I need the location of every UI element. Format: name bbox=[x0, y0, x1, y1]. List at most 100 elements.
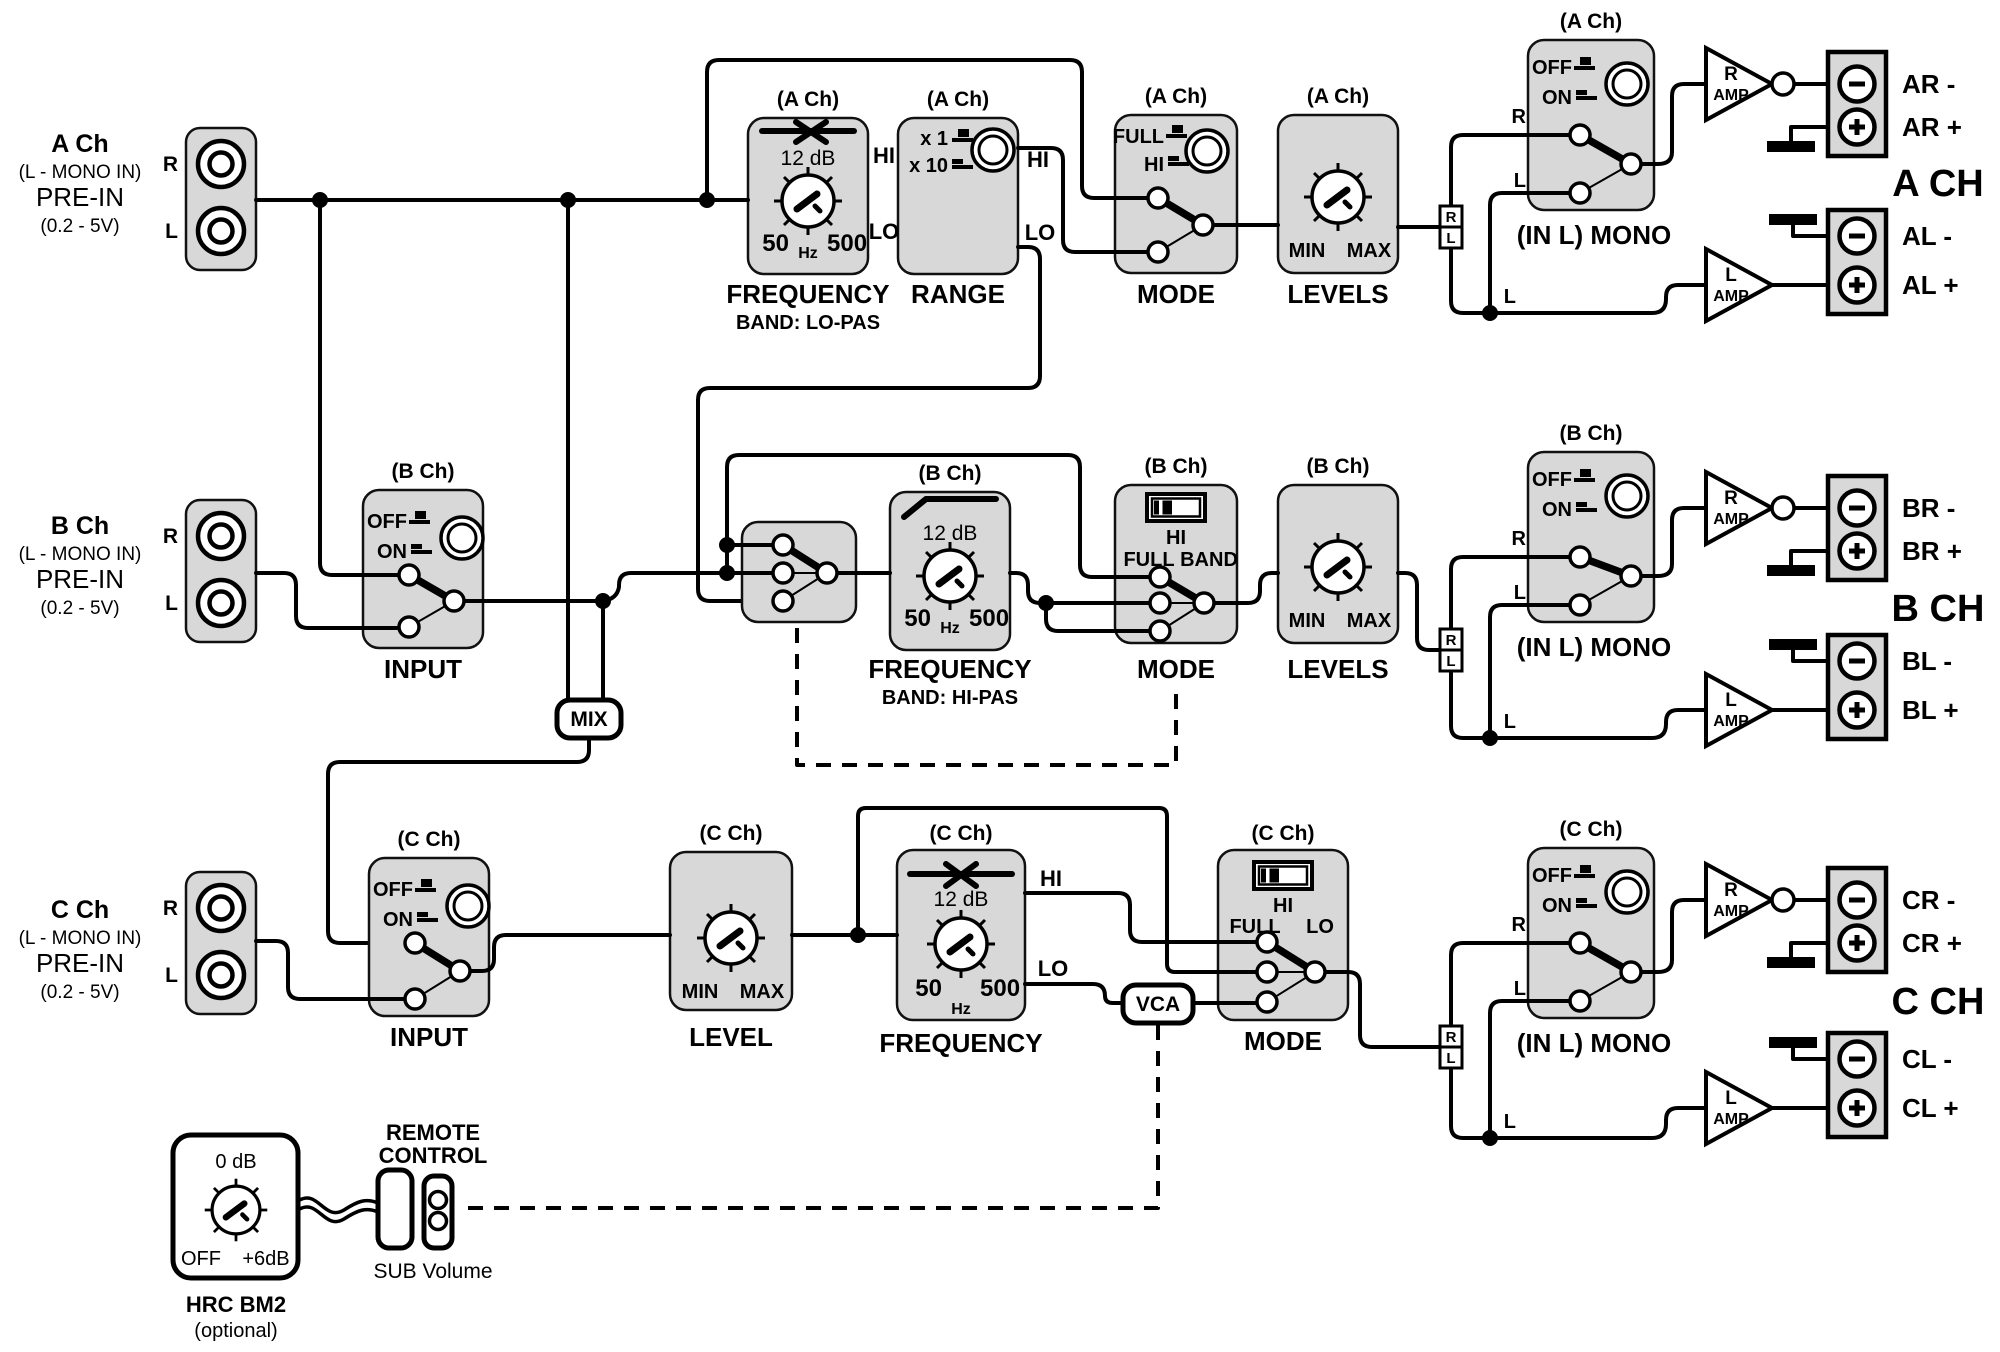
selector-b-contact-top[interactable] bbox=[771, 533, 795, 557]
mode-c-contact-common[interactable] bbox=[1303, 960, 1327, 984]
range-button-a[interactable] bbox=[970, 127, 1016, 173]
junction-dot bbox=[850, 927, 866, 943]
terminal-cl-minus[interactable] bbox=[1840, 1042, 1875, 1077]
rl-a-r: R bbox=[1446, 209, 1457, 226]
amp-c-r bbox=[1704, 860, 1777, 940]
levels-b-name: LEVELS bbox=[1287, 654, 1388, 684]
junction-dot bbox=[1038, 595, 1054, 611]
remote-connector-plug[interactable] bbox=[375, 1167, 415, 1251]
mode-c-hi: HI bbox=[1273, 895, 1293, 917]
terminal-al-minus[interactable] bbox=[1840, 219, 1875, 254]
input-b-on: ON bbox=[377, 541, 407, 563]
mode-b-slide-switch[interactable] bbox=[1145, 492, 1207, 523]
jack-c-r-label: R bbox=[163, 897, 178, 920]
mode-c-contact-top[interactable] bbox=[1255, 930, 1279, 954]
rl-splitter-c: R L bbox=[1438, 1024, 1464, 1070]
rca-jack-c-r[interactable] bbox=[198, 885, 244, 931]
amp-a-r-sub: AMP bbox=[1713, 87, 1749, 104]
terminal-cr-minus[interactable] bbox=[1840, 883, 1875, 918]
selector-b-contact-mid[interactable] bbox=[771, 561, 795, 585]
range-a-x10: x 10 bbox=[909, 155, 948, 177]
amp-c-r-letter: R bbox=[1724, 880, 1738, 901]
channel-b-voltage: (0.2 - 5V) bbox=[40, 598, 119, 619]
mode-a-contact-full[interactable] bbox=[1146, 186, 1170, 210]
freq-a-min: 50 bbox=[762, 230, 789, 257]
terminal-cr-plus[interactable] bbox=[1840, 926, 1875, 961]
channel-c-output-label: C CH bbox=[1892, 981, 1985, 1023]
selector-b-contact-bottom[interactable] bbox=[771, 589, 795, 613]
mode-a-contact-hi[interactable] bbox=[1146, 240, 1170, 264]
rca-jack-b-r[interactable] bbox=[198, 513, 244, 559]
frequency-knob-b[interactable] bbox=[916, 542, 984, 610]
input-c-contact-top[interactable] bbox=[403, 931, 427, 955]
mono-a-contact-l[interactable] bbox=[1568, 181, 1592, 205]
terminal-al-plus[interactable] bbox=[1840, 268, 1875, 303]
rca-jack-c-l[interactable] bbox=[198, 952, 244, 998]
input-button-b[interactable] bbox=[439, 515, 485, 561]
terminal-br-minus[interactable] bbox=[1840, 491, 1875, 526]
selector-b-contact-common[interactable] bbox=[815, 561, 839, 585]
mono-b-contact-common[interactable] bbox=[1619, 564, 1643, 588]
mono-c-contact-l[interactable] bbox=[1568, 989, 1592, 1013]
channel-c-mono-note: (L - MONO IN) bbox=[19, 928, 142, 949]
mono-a-tag: (A Ch) bbox=[1560, 10, 1622, 33]
channel-a-mono-note: (L - MONO IN) bbox=[19, 162, 142, 183]
input-c-contact-bottom[interactable] bbox=[403, 987, 427, 1011]
terminal-ar-minus[interactable] bbox=[1840, 67, 1875, 102]
frequency-knob-a[interactable] bbox=[774, 167, 842, 235]
input-b-contact-top[interactable] bbox=[397, 563, 421, 587]
mode-a-contact-common[interactable] bbox=[1191, 213, 1215, 237]
mono-button-b[interactable] bbox=[1604, 473, 1650, 519]
level-knob-c[interactable] bbox=[697, 904, 765, 972]
mono-b-name: (IN L) MONO bbox=[1517, 632, 1672, 662]
input-b-contact-bottom[interactable] bbox=[397, 615, 421, 639]
amp-c-l-letter: L bbox=[1725, 1088, 1737, 1109]
mono-b-contact-r[interactable] bbox=[1568, 545, 1592, 569]
mono-button-a[interactable] bbox=[1604, 61, 1650, 107]
mono-b-contact-l[interactable] bbox=[1568, 593, 1592, 617]
mode-b-contact-band[interactable] bbox=[1148, 619, 1172, 643]
mix-node: MIX bbox=[326, 202, 624, 945]
mode-c-contact-mid[interactable] bbox=[1255, 960, 1279, 984]
hrc-0db-label: 0 dB bbox=[215, 1151, 256, 1173]
input-b-contact-common[interactable] bbox=[442, 589, 466, 613]
levels-knob-a[interactable] bbox=[1304, 163, 1372, 231]
rca-jack-a-l[interactable] bbox=[198, 208, 244, 254]
amp-b-l-letter: L bbox=[1725, 690, 1737, 711]
rca-jack-b-l[interactable] bbox=[198, 580, 244, 626]
mode-b-contact-common[interactable] bbox=[1192, 591, 1216, 615]
mode-c-contact-bottom[interactable] bbox=[1255, 990, 1279, 1014]
level-c-tag: (C Ch) bbox=[700, 822, 763, 845]
mono-button-c[interactable] bbox=[1604, 869, 1650, 915]
frequency-knob-c[interactable] bbox=[927, 910, 995, 978]
mode-button-a[interactable] bbox=[1184, 128, 1230, 174]
terminal-br-plus[interactable] bbox=[1840, 534, 1875, 569]
label-cr-plus: CR + bbox=[1902, 928, 1962, 958]
terminal-bl-minus[interactable] bbox=[1840, 644, 1875, 679]
level-c-name: LEVEL bbox=[689, 1022, 773, 1052]
input-button-c[interactable] bbox=[445, 883, 491, 929]
terminal-bl-plus[interactable] bbox=[1840, 693, 1875, 728]
mode-b-contact-full[interactable] bbox=[1148, 565, 1172, 589]
freq-a-lo-port: LO bbox=[869, 219, 900, 244]
mode-b-contact-mid[interactable] bbox=[1148, 591, 1172, 615]
mono-a-contact-common[interactable] bbox=[1619, 152, 1643, 176]
mode-c-slide-switch[interactable] bbox=[1252, 860, 1314, 891]
levels-a-name: LEVELS bbox=[1287, 279, 1388, 309]
hrc-volume-knob[interactable] bbox=[205, 1179, 268, 1242]
mono-b-tag: (B Ch) bbox=[1560, 422, 1623, 445]
junction-dot bbox=[1482, 730, 1498, 746]
levels-knob-b[interactable] bbox=[1304, 533, 1372, 601]
channel-a-voltage: (0.2 - 5V) bbox=[40, 216, 119, 237]
rca-jack-a-r[interactable] bbox=[198, 141, 244, 187]
mono-c-contact-common[interactable] bbox=[1619, 960, 1643, 984]
terminal-cl-plus[interactable] bbox=[1840, 1091, 1875, 1126]
junction-dot bbox=[719, 537, 735, 553]
input-c-contact-common[interactable] bbox=[448, 959, 472, 983]
mono-c-contact-r[interactable] bbox=[1568, 931, 1592, 955]
channel-c-voltage: (0.2 - 5V) bbox=[40, 982, 119, 1003]
channel-c: C Ch (L - MONO IN) PRE-IN (0.2 - 5V) R L… bbox=[19, 806, 1985, 1210]
terminal-ar-plus[interactable] bbox=[1840, 110, 1875, 145]
mono-a-contact-r[interactable] bbox=[1568, 123, 1592, 147]
highpass-curve-icon bbox=[901, 496, 999, 520]
